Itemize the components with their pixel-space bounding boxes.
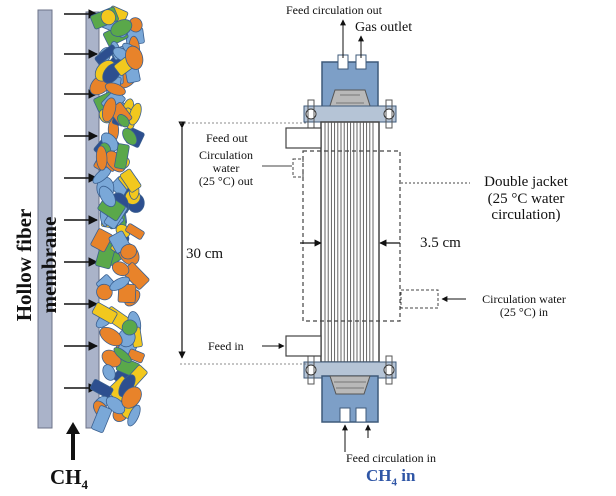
biofilm-bead [90, 228, 113, 253]
circulation-water-in-line1: Circulation water [482, 292, 566, 306]
membrane-wall-left [37, 9, 53, 429]
ch4-in-subscript: 4 [391, 476, 398, 489]
feed-out-port [285, 127, 322, 149]
double-jacket-line2: (25 °C water [487, 190, 565, 207]
biofilm-bead [114, 143, 130, 170]
biofilm-bead [89, 379, 114, 399]
fiber-bundle [324, 122, 374, 362]
biofilm-bead [110, 19, 133, 37]
reactor-tube [320, 121, 380, 363]
circulation-water-out-line1: Circulation [199, 148, 253, 162]
feed-circulation-in-label: Feed circulation in [346, 451, 436, 465]
biofilm-bead [120, 243, 138, 260]
length-label: 30 cm [186, 246, 224, 262]
double-jacket-line3: circulation) [491, 207, 561, 223]
double-jacket [302, 150, 401, 322]
biofilm-bead [96, 283, 113, 301]
biofilm-bead [127, 348, 145, 364]
biofilm-bead [113, 347, 132, 363]
biofilm-bead [109, 276, 130, 291]
top-cap [303, 54, 397, 129]
double-jacket-line1: Double jacket [484, 174, 568, 190]
feed-in-port [285, 335, 322, 357]
biofilm-bead [121, 319, 138, 336]
ch4-in-label: CH4 in [366, 466, 416, 489]
ch4-in-formula: CH [366, 466, 392, 485]
circulation-water-in-label: Circulation water (25 °C) in [468, 292, 580, 320]
biofilm-bead [100, 9, 116, 26]
circulation-water-out-line2: water [212, 161, 240, 176]
biofilm-bead [119, 168, 142, 193]
biofilm-bead [111, 261, 130, 277]
biofilm-bead [122, 127, 138, 146]
biofilm-bead [95, 145, 108, 171]
double-jacket-label: Double jacket (25 °C water circulation) [466, 174, 586, 224]
biofilm-bead [117, 114, 130, 128]
gas-outlet-label: Gas outlet [355, 20, 413, 35]
hollow-fiber-membrane-title: Hollow fiber membrane [12, 208, 61, 322]
biofilm-bead [125, 45, 144, 70]
circulation-water-out-label: Circulation water (25 °C) out [186, 148, 266, 189]
biofilm-bead [102, 364, 116, 381]
feed-in-label: Feed in [208, 339, 244, 353]
biofilm-bead [128, 102, 142, 126]
biofilm-bead [91, 405, 112, 433]
feed-circulation-out-label: Feed circulation out [286, 3, 382, 17]
biofilm-bead [98, 185, 116, 208]
ch4-in-suffix: in [397, 466, 416, 485]
biofilm-bead [91, 302, 118, 324]
bottom-cap [303, 355, 397, 423]
biofilm-bead [121, 386, 142, 409]
gas-arrows [64, 9, 98, 393]
biofilm-bead [125, 223, 145, 240]
biofilm-bead [104, 82, 126, 96]
diameter-label: 3.5 cm [420, 235, 461, 251]
ch4-formula: CH [50, 465, 82, 489]
circulation-water-in-line2: (25 °C) in [499, 305, 549, 320]
biofilm-bead [99, 326, 123, 347]
water-in-port [400, 289, 439, 309]
circulation-water-out-line3: (25 °C) out [198, 174, 254, 189]
ch4-up-arrow-head [66, 422, 80, 434]
feed-out-label: Feed out [206, 131, 248, 145]
ch4-subscript: 4 [81, 477, 89, 493]
ch4-label: CH4 [50, 465, 89, 493]
biofilm-bead [94, 44, 117, 65]
water-out-port [292, 158, 304, 178]
biofilm-bead [102, 97, 117, 123]
biofilm-bead [127, 404, 141, 427]
biofilm-beads [89, 5, 150, 433]
